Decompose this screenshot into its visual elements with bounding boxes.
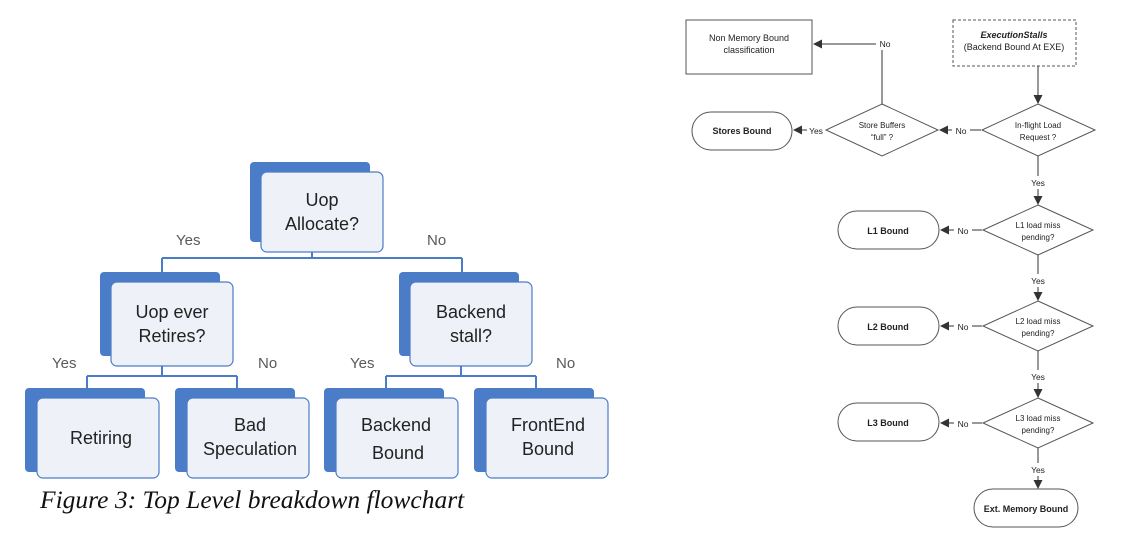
node-frontend-bound: FrontEnd Bound (474, 388, 609, 479)
decision-l1-miss: L1 load miss pending? (981, 204, 1095, 256)
decision-l3-miss: L3 load miss pending? (981, 397, 1095, 449)
edge-label-sb-no: No (880, 39, 891, 49)
node-non-memory-bound-line1: Non Memory Bound (709, 33, 789, 43)
node-frontend-bound-line1: FrontEnd (511, 415, 585, 435)
node-execution-stalls-line2: (Backend Bound At EXE) (964, 42, 1065, 52)
decision-l2-miss-line1: L2 load miss (1016, 317, 1061, 326)
node-retiring-label: Retiring (70, 428, 132, 448)
edge-label-retires-yes: Yes (52, 355, 76, 372)
decision-l2-miss-line2: pending? (1022, 329, 1055, 338)
terminal-ext-memory-bound: Ext. Memory Bound (973, 488, 1079, 528)
terminal-l1-bound: L1 Bound (837, 210, 940, 250)
node-uop-ever-retires: Uop ever Retires? (100, 272, 234, 367)
edge-label-inflight-yes: Yes (1031, 178, 1045, 188)
edge-label-l3-yes: Yes (1031, 465, 1045, 475)
decision-l1-miss-line2: pending? (1022, 233, 1055, 242)
figure-caption: Figure 3: Top Level breakdown flowchart (40, 485, 465, 514)
node-backend-stall: Backend stall? (399, 272, 533, 367)
terminal-l2-bound-label: L2 Bound (867, 322, 909, 332)
node-bad-speculation: Bad Speculation (175, 388, 310, 479)
edge-label-sb-yes: Yes (809, 126, 823, 136)
decision-inflight-load: In-flight Load Request ? (980, 103, 1097, 157)
node-retiring: Retiring (25, 388, 160, 479)
connector-lines (86, 248, 537, 388)
decision-l1-miss-line1: L1 load miss (1016, 221, 1061, 230)
terminal-ext-memory-bound-label: Ext. Memory Bound (984, 504, 1069, 514)
decision-l3-miss-line1: L3 load miss (1016, 414, 1061, 423)
edge-label-l1-no: No (958, 226, 969, 236)
decision-l3-miss-line2: pending? (1022, 426, 1055, 435)
node-non-memory-bound: Non Memory Bound classification (685, 19, 813, 75)
node-backend-bound-line1: Backend (361, 415, 431, 435)
edge-label-root-yes: Yes (176, 232, 200, 249)
node-backend-bound: Backend Bound (324, 388, 459, 479)
edge-label-l2-yes: Yes (1031, 372, 1045, 382)
decision-l2-miss: L2 load miss pending? (981, 300, 1095, 352)
node-uop-ever-retires-line2: Retires? (138, 326, 205, 346)
terminal-stores-bound-label: Stores Bound (712, 126, 771, 136)
decision-inflight-load-line2: Request ? (1020, 133, 1057, 142)
terminal-l3-bound-label: L3 Bound (867, 418, 909, 428)
terminal-stores-bound: Stores Bound (691, 111, 793, 151)
terminal-l3-bound: L3 Bound (837, 402, 940, 442)
node-backend-stall-line2: stall? (450, 326, 492, 346)
decision-inflight-load-line1: In-flight Load (1015, 121, 1061, 130)
edge-label-stall-yes: Yes (350, 355, 374, 372)
node-non-memory-bound-line2: classification (723, 45, 774, 55)
edge-label-stall-no: No (556, 355, 575, 372)
terminal-l2-bound: L2 Bound (837, 306, 940, 346)
decision-store-buffers-line1: Store Buffers (859, 121, 906, 130)
node-uop-ever-retires-line1: Uop ever (135, 302, 208, 322)
edge-label-l2-no: No (958, 322, 969, 332)
decision-store-buffers: Store Buffers “full” ? (824, 103, 940, 157)
decision-store-buffers-line2: “full” ? (871, 133, 894, 142)
node-execution-stalls-line1: ExecutionStalls (980, 30, 1047, 40)
edge-label-l3-no: No (958, 419, 969, 429)
node-backend-bound-line2: Bound (372, 443, 424, 463)
edge-label-root-no: No (427, 232, 446, 249)
terminal-l1-bound-label: L1 Bound (867, 226, 909, 236)
edge-label-l1-yes: Yes (1031, 276, 1045, 286)
memory-bound-flowchart: Non Memory Bound classification Executio… (685, 19, 1097, 528)
node-uop-allocate-line1: Uop (305, 190, 338, 210)
top-level-flowchart: Uop Allocate? Uop ever Retires? Backend … (25, 162, 609, 479)
node-bad-speculation-line2: Speculation (203, 439, 297, 459)
edge-label-inflight-no: No (956, 126, 967, 136)
node-bad-speculation-line1: Bad (234, 415, 266, 435)
node-uop-allocate: Uop Allocate? (250, 162, 384, 253)
node-execution-stalls: ExecutionStalls (Backend Bound At EXE) (952, 19, 1077, 67)
node-backend-stall-line1: Backend (436, 302, 506, 322)
edge-label-retires-no: No (258, 355, 277, 372)
node-frontend-bound-line2: Bound (522, 439, 574, 459)
node-uop-allocate-line2: Allocate? (285, 214, 359, 234)
